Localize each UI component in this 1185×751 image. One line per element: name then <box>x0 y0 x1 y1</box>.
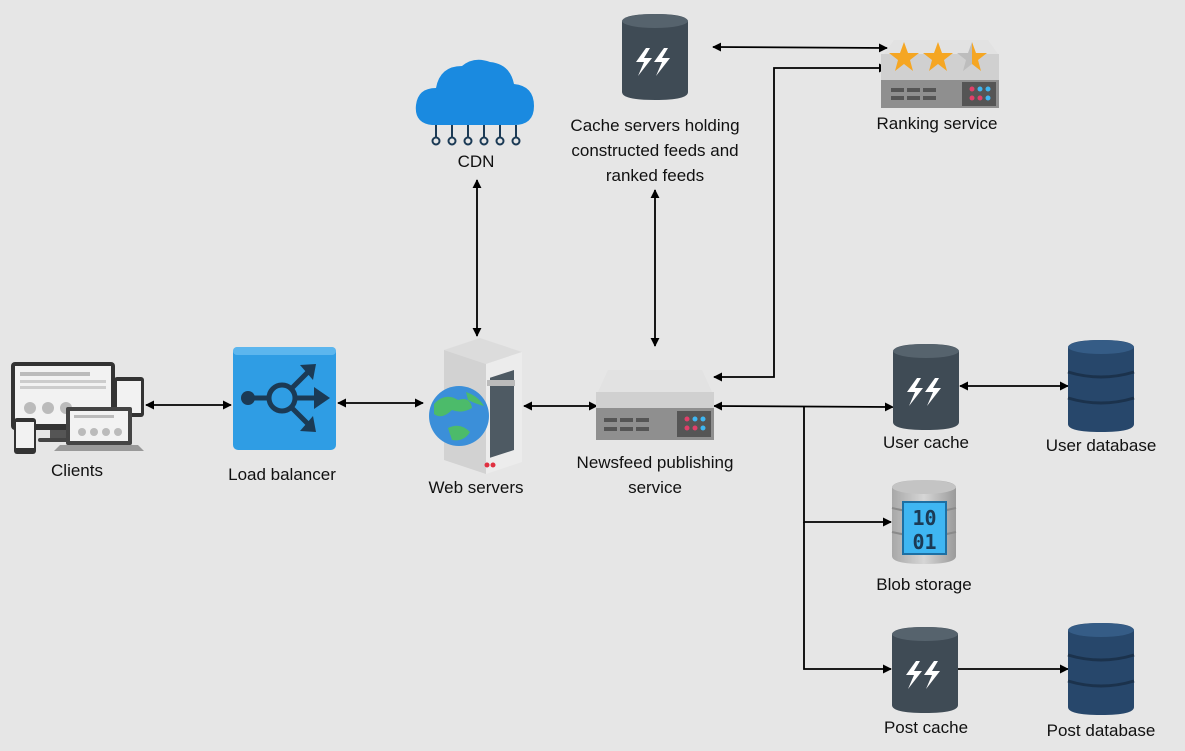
label-cache-servers-line-2: constructed feeds and <box>571 141 739 160</box>
web-server-icon[interactable] <box>429 338 522 474</box>
label-user-cache: User cache <box>883 433 969 452</box>
cache-icon[interactable] <box>893 344 959 430</box>
blob-storage-icon[interactable]: 10 01 <box>891 480 957 564</box>
edge-cache-servers-ranking <box>712 42 888 53</box>
label-load-balancer: Load balancer <box>228 465 336 484</box>
label-user-database: User database <box>1045 436 1157 455</box>
edges <box>145 42 1069 674</box>
label-web-servers: Web servers <box>428 478 524 497</box>
label-ranking-service: Ranking service <box>876 114 998 133</box>
svg-text:01: 01 <box>912 530 936 554</box>
label-cache-servers-line-3: ranked feeds <box>605 166 705 185</box>
svg-text:10: 10 <box>912 506 936 530</box>
label-cdn: CDN <box>457 152 495 171</box>
load-balancer-icon[interactable] <box>233 347 336 450</box>
label-post-database: Post database <box>1046 721 1156 740</box>
cache-icon[interactable] <box>622 14 688 100</box>
label-cache-servers-line-1: Cache servers holding <box>570 116 740 135</box>
label-newsfeed-line-1: Newsfeed publishing <box>576 453 734 472</box>
edge-newsfeed-ranking <box>713 63 888 382</box>
label-cache-servers: Cache servers holding constructed feeds … <box>545 113 765 188</box>
ranking-server-icon[interactable] <box>881 40 999 108</box>
server-icon[interactable] <box>596 370 714 440</box>
database-icon[interactable] <box>1067 623 1135 715</box>
label-post-cache: Post cache <box>883 718 969 737</box>
cache-icon[interactable] <box>892 627 958 713</box>
devices-icon[interactable] <box>11 362 144 454</box>
label-newsfeed-line-2: service <box>628 478 682 497</box>
label-blob-storage: Blob storage <box>876 575 972 594</box>
label-clients: Clients <box>51 461 103 480</box>
edge-newsfeed-post-cache <box>803 522 892 674</box>
database-icon[interactable] <box>1067 340 1135 432</box>
label-newsfeed-publishing: Newsfeed publishing service <box>555 450 755 500</box>
edge-newsfeed-blob-storage <box>803 406 892 527</box>
cloud-icon[interactable] <box>415 59 534 146</box>
